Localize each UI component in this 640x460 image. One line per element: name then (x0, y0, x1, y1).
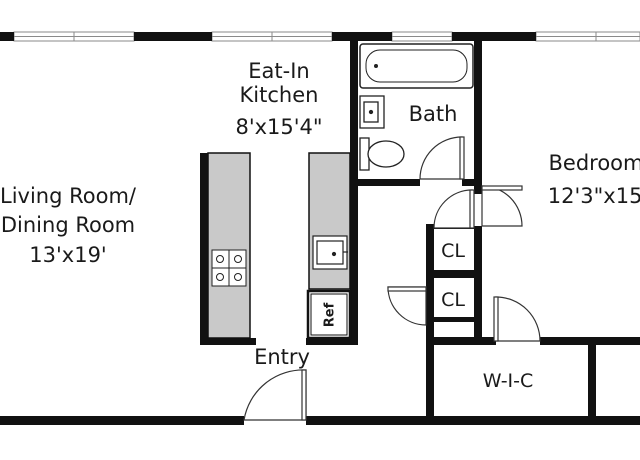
bedroom-label: Bedroom (549, 151, 640, 175)
cooktop (211, 249, 247, 287)
refrigerator-label: Ref (323, 302, 338, 327)
wall-kitchen-bottom (306, 338, 358, 345)
walk-in-closet-label: W-I-C (483, 370, 534, 392)
wall-closet-left (426, 224, 434, 340)
wall-bottom-right (306, 416, 640, 425)
window-living-left (13, 31, 135, 42)
wall-bedroom-right (596, 337, 640, 345)
door-wic (493, 296, 541, 342)
wall-bottom-left (0, 416, 244, 425)
living-room-label-line1: Living Room/ (0, 184, 137, 208)
wall-top-3 (332, 32, 392, 41)
wall-hall-right-1 (474, 186, 482, 194)
wall-wic-left (426, 337, 434, 425)
door-bath (419, 136, 465, 180)
wall-island-bottom (200, 338, 256, 345)
window-bedroom (535, 31, 640, 42)
window-kitchen (211, 31, 333, 42)
kitchen-sink (312, 235, 348, 270)
door-entry (243, 369, 307, 421)
entry-label: Entry (254, 345, 310, 369)
wall-top-2 (134, 32, 212, 41)
counter-island (207, 152, 251, 339)
wall-closet-mid (426, 270, 474, 278)
closet-upper-label: CL (441, 240, 465, 262)
doors (243, 136, 541, 421)
wall-island-left (200, 153, 208, 345)
windows (13, 31, 640, 42)
wall-bath-bedroom (474, 41, 482, 186)
wall-wic-top (426, 337, 496, 345)
wall-hall-right-2 (474, 226, 482, 340)
wall-wic-right (588, 337, 596, 425)
bath-sink (359, 95, 385, 129)
door-closet-lower (387, 286, 427, 326)
window-bath (391, 31, 453, 42)
wall-top-4 (452, 32, 536, 41)
door-closet-upper (433, 189, 475, 229)
living-room-label-line2: Dining Room (1, 213, 135, 237)
kitchen-label-line1: Eat-In (248, 59, 309, 83)
wall-wic-top-right (540, 337, 596, 345)
bathtub (359, 43, 474, 89)
bedroom-dims: 12'3"x15' (548, 184, 640, 208)
walls (0, 32, 640, 425)
wall-bath-bottom (358, 179, 420, 186)
room-labels: Living Room/ Dining Room 13'x19' Eat-In … (0, 59, 640, 392)
wall-bath-bottom-right (462, 179, 474, 186)
kitchen-label-line2: Kitchen (240, 83, 319, 107)
kitchen-dims: 8'x15'4" (235, 115, 322, 139)
toilet (359, 137, 405, 171)
wall-kitchen-bath (350, 41, 358, 341)
wall-closet-bottom (426, 317, 474, 322)
refrigerator: Ref (306, 289, 352, 340)
living-room-dims: 13'x19' (29, 243, 106, 267)
door-bedroom (481, 185, 523, 227)
wall-top-1 (0, 32, 14, 41)
closet-lower-label: CL (441, 289, 465, 311)
bath-label: Bath (409, 102, 458, 126)
